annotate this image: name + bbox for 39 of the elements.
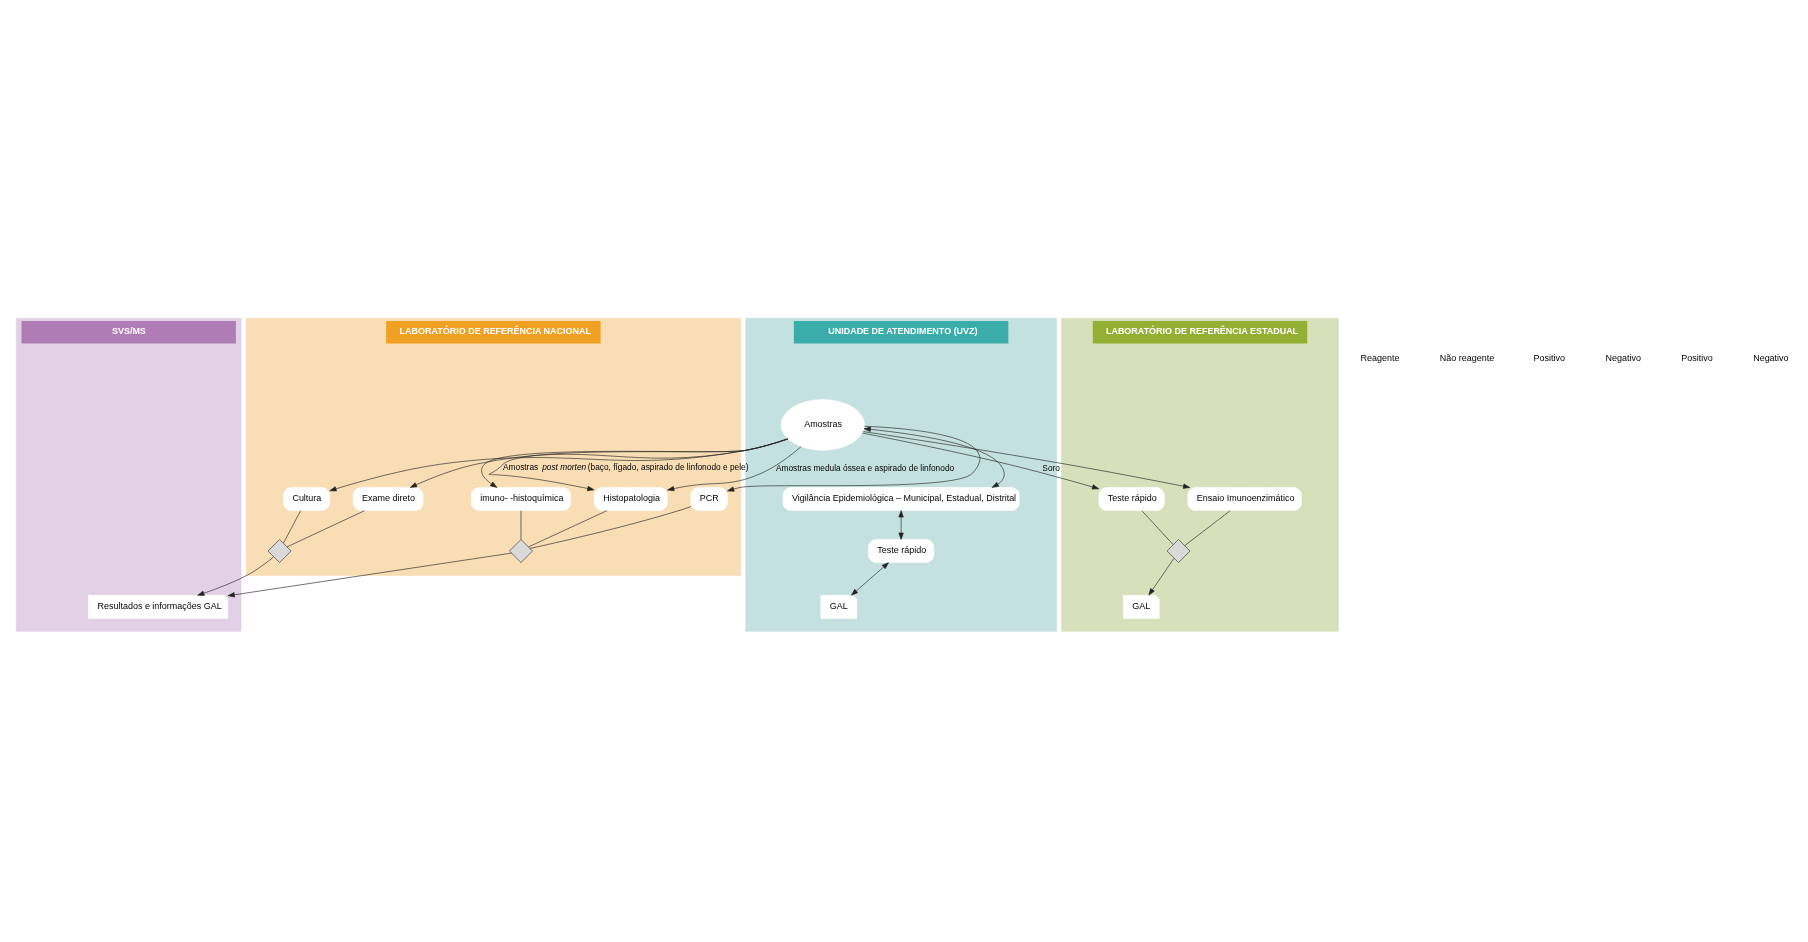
arrow [1148, 557, 1175, 595]
arrow [727, 425, 981, 491]
label: Reagente [1360, 352, 1400, 363]
node-box: Vigilância Epidemiológica – Municipal, Estadual, Distrital [782, 486, 1020, 511]
arrow [898, 509, 904, 540]
connector [286, 509, 365, 547]
label: Positivo [1533, 352, 1565, 363]
arrow [863, 426, 1005, 488]
arrow [851, 561, 889, 596]
arrow [197, 555, 274, 596]
connector [283, 509, 301, 543]
node-diamond [509, 538, 533, 563]
label: Não reagente [1439, 352, 1495, 363]
arrow [227, 552, 512, 597]
arrow [329, 438, 789, 491]
node-box: Teste rápido [868, 538, 935, 563]
node-box: Teste rápido [1098, 486, 1165, 511]
connector [529, 505, 692, 549]
edge-label: Amostras medula óssea e aspirado de linfonodo [775, 462, 955, 473]
node-box: PCR [690, 486, 728, 511]
node-box: Ensaio Imunoenzimático [1187, 486, 1302, 511]
node-box: Exame direto [352, 486, 424, 511]
connector [528, 509, 608, 547]
label: Negativo [1753, 352, 1789, 363]
node-ellipse: Amostras [780, 398, 865, 451]
label: Negativo [1605, 352, 1641, 363]
node-box: Histopatologia [593, 486, 668, 511]
connector [1141, 509, 1174, 545]
label: Positivo [1681, 352, 1713, 363]
edge-label: Soro [1042, 462, 1060, 473]
node-diamond [267, 538, 292, 563]
node-diamond [1166, 538, 1191, 563]
edge-label: Amostras post morten (baço, fígado, aspirado de linfonodo e pele) [503, 461, 749, 472]
arrow [862, 432, 1100, 489]
connector [1184, 509, 1231, 546]
arrow [667, 445, 802, 491]
arrow [862, 430, 1191, 489]
node-box: imuno- -histoquímica [470, 486, 572, 511]
node-box: Cultura [283, 486, 330, 511]
